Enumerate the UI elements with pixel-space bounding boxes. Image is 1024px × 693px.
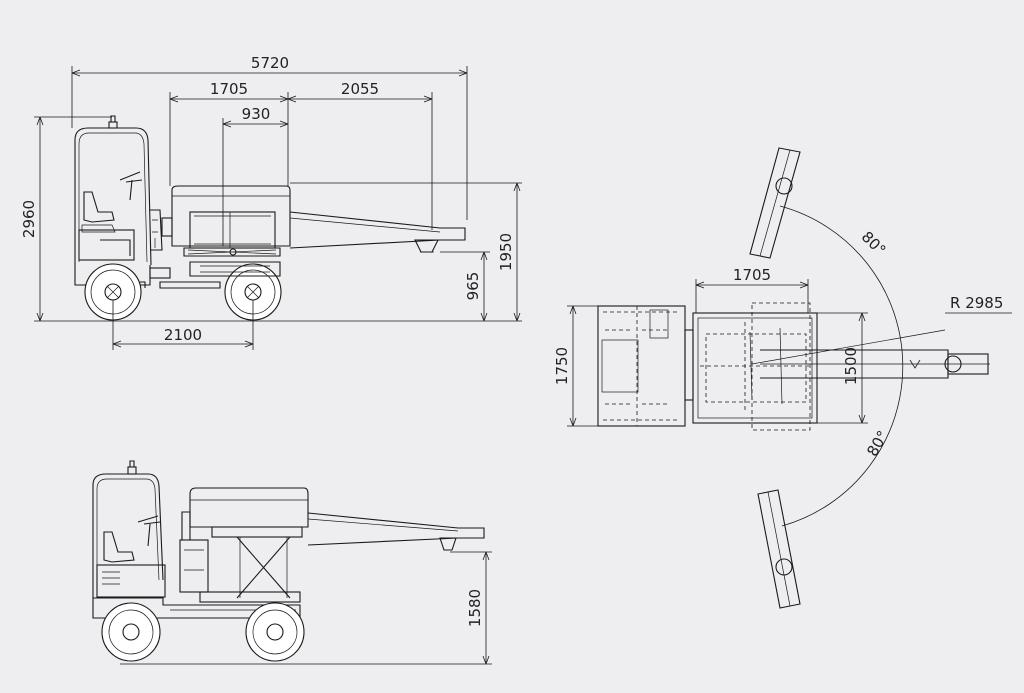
dim-width: 1750 bbox=[553, 347, 571, 385]
conveyor-top bbox=[751, 329, 990, 379]
conveyor-swung-upper bbox=[749, 147, 801, 259]
dim-conveyor-length: 2055 bbox=[341, 80, 379, 98]
dim-angle-lower: 80° bbox=[863, 427, 892, 459]
side-view-raised: 5720 1705 2055 930 2960 1950 965 bbox=[20, 54, 522, 350]
top-view: 1705 1750 1500 R 2985 80° 80° bbox=[553, 147, 1012, 609]
dim-lowered-height: 1580 bbox=[466, 589, 484, 627]
scissor-lift bbox=[183, 211, 281, 257]
dim-angle-upper: 80° bbox=[858, 228, 890, 260]
dimensions-top: 1705 1750 1500 R 2985 80° 80° bbox=[553, 228, 1012, 460]
dim-top-box-length: 1705 bbox=[733, 266, 771, 284]
conveyor bbox=[289, 211, 466, 253]
seat-icon bbox=[83, 191, 115, 223]
dim-overall-length: 5720 bbox=[251, 54, 289, 72]
container-top bbox=[692, 302, 818, 431]
conveyor-swung-lower bbox=[757, 489, 801, 609]
dimensions-side-lowered: 1580 bbox=[120, 551, 492, 665]
dim-height: 2960 bbox=[20, 200, 38, 238]
tractor-top bbox=[597, 305, 694, 427]
dim-box-width: 1500 bbox=[842, 347, 860, 385]
scissor-lift-lowered bbox=[179, 526, 303, 603]
dim-platform-height: 965 bbox=[464, 272, 482, 301]
dim-conveyor-height: 1950 bbox=[497, 233, 515, 271]
dim-radius: R 2985 bbox=[950, 294, 1003, 312]
side-view-lowered: 1580 bbox=[92, 460, 492, 665]
swing-arc bbox=[779, 205, 904, 527]
dim-wheelbase: 2100 bbox=[164, 326, 202, 344]
seat-icon bbox=[103, 531, 135, 563]
front-wheel-lowered bbox=[101, 602, 161, 662]
rear-wheel-lowered bbox=[245, 602, 305, 662]
cab bbox=[74, 115, 221, 289]
container-box bbox=[171, 185, 291, 247]
dim-box-length: 1705 bbox=[210, 80, 248, 98]
dim-offset: 930 bbox=[242, 105, 271, 123]
dimensions-side-raised: 5720 1705 2055 930 2960 1950 965 bbox=[20, 54, 522, 350]
